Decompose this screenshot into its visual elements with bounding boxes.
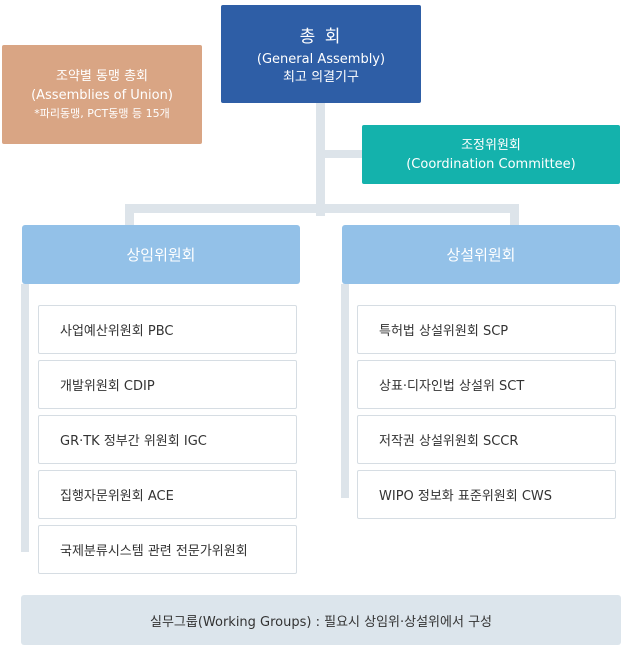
standing-item-label: 개발위원회 CDIP [60,379,155,394]
permanent-committees-header[interactable]: 상설위원회 [342,225,620,284]
coordination-subtitle: (Coordination Committee) [406,156,576,172]
permanent-committee-item[interactable]: WIPO 정보화 표준위원회 CWS [357,470,616,519]
standing-committees-header[interactable]: 상임위원회 [22,225,300,284]
standing-committee-item[interactable]: 집행자문위원회 ACE [38,470,297,519]
standing-item-label: 사업예산위원회 PBC [60,324,174,339]
connector-left-down [125,204,134,226]
permanent-committee-item[interactable]: 저작권 상설위원회 SCCR [357,415,616,464]
connector-ga-vertical [316,103,325,216]
standing-committee-item[interactable]: GR·TK 정부간 위원회 IGC [38,415,297,464]
permanent-item-label: WIPO 정보화 표준위원회 CWS [379,489,553,504]
connector-left-branch [21,284,29,552]
general-assembly-title: 총 회 [299,26,343,47]
working-groups-bar: 실무그룹(Working Groups) : 필요시 상임위·상설위에서 구성 [21,595,621,645]
standing-committee-item[interactable]: 국제분류시스템 관련 전문가위원회 [38,525,297,574]
general-assembly-subtitle: (General Assembly) [256,51,386,67]
standing-committee-item[interactable]: 개발위원회 CDIP [38,360,297,409]
connector-right-branch [341,284,349,498]
connector-coordination [325,150,362,158]
assemblies-union-note: *파리동맹, PCT동맹 등 15개 [34,106,170,120]
permanent-committees-label: 상설위원회 [446,246,516,264]
standing-item-label: 집행자문위원회 ACE [60,489,174,504]
assemblies-union-subtitle: (Assemblies of Union) [31,87,173,103]
connector-horizontal [125,204,519,213]
general-assembly-desc: 최고 의결기구 [283,69,359,85]
permanent-item-label: 특허법 상설위원회 SCP [379,324,509,339]
assemblies-union-title: 조약별 동맹 총회 [56,68,148,84]
permanent-committee-item[interactable]: 특허법 상설위원회 SCP [357,305,616,354]
coordination-title: 조정위원회 [461,137,521,153]
general-assembly-box[interactable]: 총 회 (General Assembly) 최고 의결기구 [221,5,421,103]
standing-committees-label: 상임위원회 [126,246,196,264]
permanent-item-label: 상표·디자인법 상설위 SCT [379,379,525,394]
standing-item-label: 국제분류시스템 관련 전문가위원회 [60,544,248,559]
working-groups-label: 실무그룹(Working Groups) : 필요시 상임위·상설위에서 구성 [149,614,492,630]
coordination-committee-box[interactable]: 조정위원회 (Coordination Committee) [362,125,620,184]
assemblies-of-union-box[interactable]: 조약별 동맹 총회 (Assemblies of Union) *파리동맹, P… [2,45,202,144]
connector-right-down [510,204,519,226]
permanent-item-label: 저작권 상설위원회 SCCR [379,434,519,449]
standing-committee-item[interactable]: 사업예산위원회 PBC [38,305,297,354]
standing-item-label: GR·TK 정부간 위원회 IGC [60,434,207,449]
permanent-committee-item[interactable]: 상표·디자인법 상설위 SCT [357,360,616,409]
